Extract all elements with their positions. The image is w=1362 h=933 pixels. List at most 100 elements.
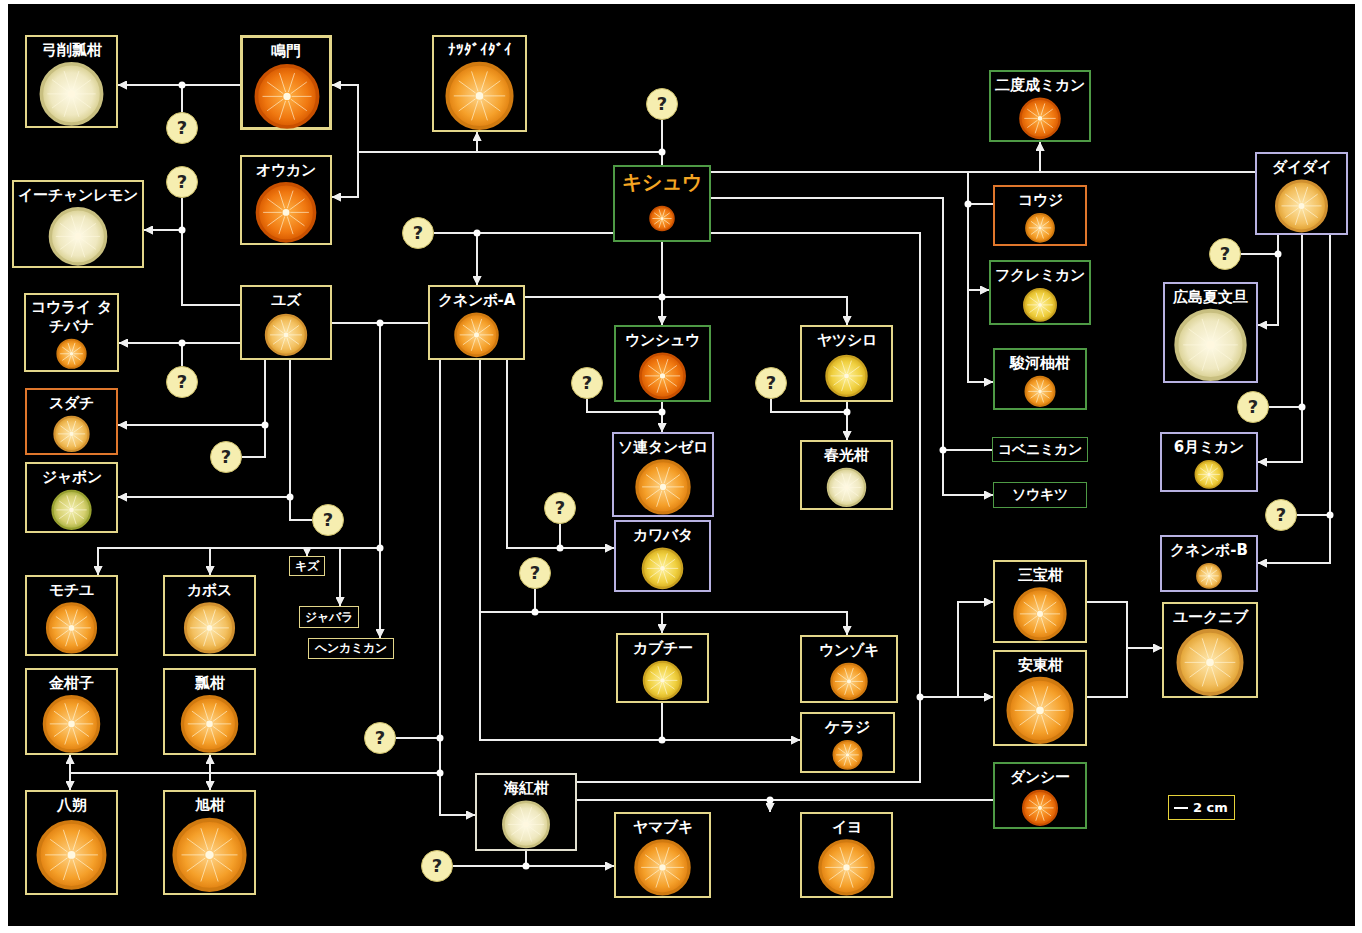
junction-dot — [1299, 404, 1306, 411]
fruit-core — [1207, 473, 1210, 476]
unknown-parent-mark: ? — [177, 371, 187, 394]
fruit-rind — [503, 802, 548, 847]
fruit-segment — [650, 559, 660, 566]
fruit-segment — [1041, 307, 1044, 317]
fruit-segment — [1041, 380, 1044, 389]
citrus-variety-box: クネンボ-B — [1160, 535, 1258, 592]
variety-name: イーチャンレモン — [18, 186, 138, 205]
lineage-connector — [144, 230, 240, 305]
fruit-segment — [1028, 391, 1038, 392]
fruit-segment — [665, 559, 675, 566]
fruit-rind — [644, 662, 681, 699]
lineage-connector — [118, 497, 312, 520]
variety-name: クネンボ-B — [1170, 541, 1248, 560]
fruit-segment — [471, 319, 475, 332]
lineage-connector — [535, 589, 847, 635]
fruit-segment — [663, 213, 669, 218]
lineage-connector — [210, 323, 380, 575]
fruit-segment — [1020, 713, 1037, 725]
fruit-segment — [848, 847, 853, 863]
lineage-connector — [560, 524, 614, 548]
lineage-connector — [662, 242, 847, 325]
fruit-segment — [665, 680, 677, 681]
fruit-segment — [292, 96, 312, 97]
fruit-segment — [287, 320, 291, 332]
junction-dots — [179, 82, 1334, 870]
lineage-connector — [1258, 235, 1278, 325]
fruit-segment — [1211, 575, 1219, 576]
citrus-variety-box: ヤツシロ — [800, 325, 893, 402]
fruit-segment — [842, 361, 846, 373]
fruit-segment — [1037, 230, 1040, 239]
fruit-segment — [1036, 810, 1039, 821]
fruit-rind — [1197, 564, 1221, 588]
variety-name: カワバタ — [633, 526, 693, 545]
fruit-rind — [643, 549, 682, 588]
fruit-segment — [1201, 570, 1207, 575]
citrus-variety-box: モチユ — [25, 575, 118, 656]
fruit-segment — [270, 334, 283, 335]
fruit-segment — [849, 479, 859, 486]
variety-name: 八朔 — [57, 796, 87, 815]
fruit-segment — [203, 728, 208, 745]
fruit-segment — [1036, 795, 1039, 806]
fruit-segment — [201, 828, 208, 850]
citrus-variety-box: フクレミカン — [989, 260, 1091, 325]
fruit-segment — [658, 683, 662, 695]
fruit-segment — [1029, 227, 1038, 228]
fruit-segment — [1211, 468, 1218, 473]
citrus-variety-box: ジャボン — [25, 462, 118, 533]
unknown-parent-mark: ? — [657, 93, 667, 116]
fruit-core — [75, 233, 82, 240]
lineage-connector — [1258, 235, 1302, 462]
variety-name: 金柑子 — [49, 674, 94, 693]
fruit-segment — [1211, 638, 1217, 658]
fruit-segment — [1036, 393, 1039, 402]
fruit-segment — [650, 672, 660, 679]
fruit-segment — [479, 337, 490, 345]
fruit-segment — [56, 509, 68, 510]
unknown-parent-mark: ? — [1276, 504, 1286, 527]
fruit-segment — [1045, 710, 1066, 711]
unknown-parent-mark: ? — [413, 222, 423, 245]
lineage-connector — [440, 360, 475, 815]
fruit-segment — [1211, 476, 1218, 481]
fruit-segment — [483, 99, 500, 111]
fruit-segment — [663, 666, 667, 678]
fruit-segment — [1015, 710, 1036, 711]
fruit-core — [206, 721, 213, 728]
fruit-rind — [50, 209, 105, 264]
fruit-segment — [211, 703, 216, 720]
fruit-rind — [456, 314, 498, 356]
citrus-variety-box: カボス — [163, 575, 256, 656]
fruit-core — [1038, 806, 1042, 810]
unknown-parent-mark: ? — [1220, 243, 1230, 266]
fruit-segment — [1216, 344, 1238, 345]
lineage-connector — [144, 198, 182, 230]
citrus-variety-box: イヨ — [800, 812, 893, 898]
lineage-connector — [525, 297, 847, 325]
unknown-parent-circle: ? — [571, 367, 603, 399]
junction-dot — [179, 227, 186, 234]
fruit-segment — [273, 337, 284, 345]
lineage-connector — [1087, 602, 1162, 648]
unknown-parent-mark: ? — [177, 117, 187, 140]
fruit-segment — [847, 361, 851, 373]
fruit-segment — [665, 365, 677, 373]
fruit-segment — [76, 858, 93, 871]
fruit-segment — [849, 748, 856, 753]
citrus-variety-box: コウライ タチバナ — [24, 293, 119, 372]
fruit-segment — [511, 826, 523, 835]
fruit-segment — [1041, 217, 1044, 226]
variety-name-box: ヘンカミカン — [308, 638, 394, 659]
fruit-segment — [1285, 194, 1298, 204]
junction-dot — [377, 545, 384, 552]
citrus-variety-box: 瓢柑 — [163, 668, 256, 755]
citrus-variety-box: ﾅﾂﾀﾞｲﾀﾞｲ — [432, 35, 527, 132]
fruit-segment — [479, 325, 490, 333]
variety-name: コウジ — [1018, 191, 1063, 210]
fruit-segment — [663, 209, 665, 216]
fruit-segment — [1036, 380, 1039, 389]
variety-name: 二度成ミカン — [995, 76, 1085, 95]
fruit-segment — [73, 860, 80, 880]
